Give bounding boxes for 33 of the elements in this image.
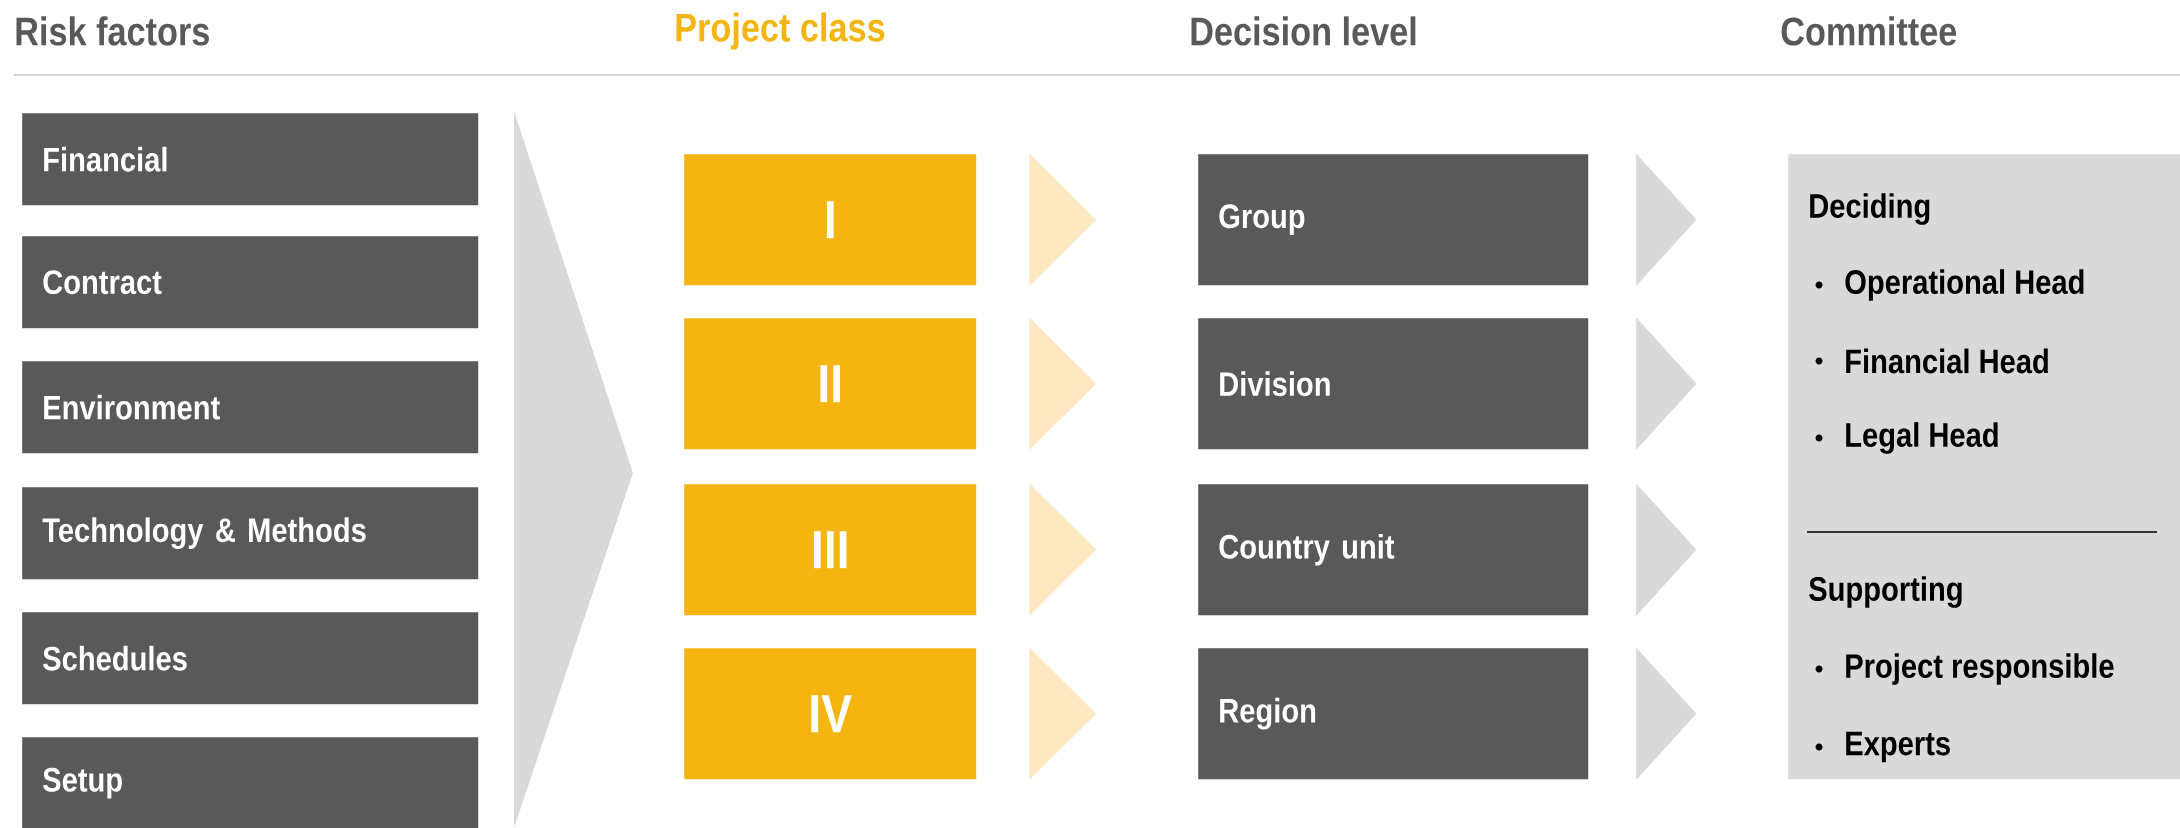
project-class-box: IV [684,648,977,780]
chevron-arrow [1636,483,1697,616]
section-heading: Supporting [1809,576,1962,608]
project-class-box: I [684,154,977,286]
project-class-box: III [684,484,977,616]
risk-factor-box: Contract [22,236,479,329]
decision-level-box: Country unit [1198,484,1589,616]
chevron-arrow [1636,647,1697,780]
list-item: Project responsible [1846,653,2114,685]
decision-level-box: Region [1198,648,1589,780]
chevron-arrow [1029,317,1097,450]
risk-factor-box: Environment [22,361,479,454]
column-heading: Decision level [1191,16,1416,46]
section-heading: Deciding [1810,193,1930,225]
project-class-box: II [684,318,977,450]
list-item: Financial Head [1846,348,2048,374]
column-heading: Project class [676,12,885,50]
column-heading: Committee [1781,16,1957,46]
chevron-arrow [1636,153,1697,286]
risk-factor-box: Financial [22,113,479,206]
risk-factor-box: Technology & Methods [22,487,479,580]
decision-level-box: Group [1198,154,1589,286]
list-item: Operational Head [1845,269,2084,301]
chevron-arrow [1636,317,1697,450]
chevron-arrow [1029,647,1097,780]
chevron-arrow [1029,153,1097,286]
list-item: Experts [1846,731,1950,763]
list-item: Legal Head [1846,422,1998,454]
decision-level-box: Division [1198,318,1589,450]
risk-factor-box: Schedules [22,612,479,705]
chevron-arrow [1029,483,1097,616]
risk-factor-box: Setup [22,737,479,828]
column-heading: Risk factors [16,16,209,46]
